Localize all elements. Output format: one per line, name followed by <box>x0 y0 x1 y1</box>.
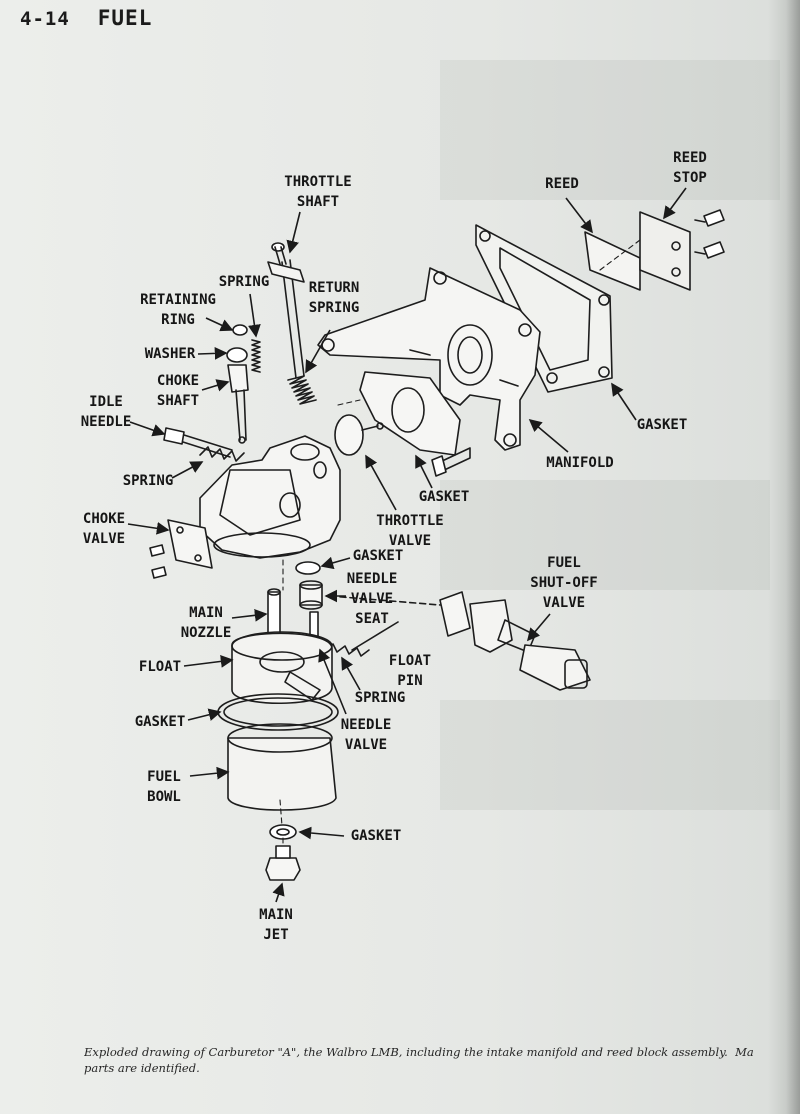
leader-spring-mid <box>171 461 204 479</box>
label-gasket-right: GASKET <box>637 417 688 433</box>
gasket-small-part <box>295 561 321 575</box>
leader-gasket-mid <box>415 454 433 489</box>
bleed-through-text <box>440 480 770 590</box>
label-gasket-mid: GASKET <box>419 489 470 505</box>
choke-valve-part <box>167 519 213 569</box>
bottom-gasket-part <box>269 824 297 840</box>
intake-manifold <box>317 267 541 451</box>
label-spring-low: SPRING <box>355 690 406 706</box>
label-float: FLOAT <box>139 659 181 675</box>
leader-gasket-right <box>611 382 637 421</box>
leader-idle-needle <box>129 421 166 437</box>
spring-top-part <box>251 339 261 373</box>
throttle-valve-disc <box>334 414 364 456</box>
leader-choke-valve <box>127 522 170 535</box>
bleed-through-text <box>440 60 780 200</box>
throttle-shaft-part <box>267 242 305 379</box>
label-gasket-bottom: GASKET <box>351 828 402 844</box>
reed-screws <box>694 209 725 259</box>
label-reed: REED <box>545 176 579 192</box>
leader-arrows <box>127 187 687 903</box>
label-washer: WASHER <box>145 346 196 362</box>
leader-spring-low <box>341 656 361 691</box>
bleed-through-text <box>440 700 780 810</box>
leader-main-jet <box>272 882 285 903</box>
alignment-lines <box>279 239 641 847</box>
leader-fuel-bowl <box>189 766 230 780</box>
spring-low-part <box>324 643 370 657</box>
leader-return-spring <box>305 329 331 374</box>
leader-washer <box>197 347 228 360</box>
reed-petal <box>584 231 641 291</box>
label-spring-top: SPRING <box>219 274 270 290</box>
figure-caption: Exploded drawing of Carburetor "A", the … <box>84 1045 754 1075</box>
carburetor-body <box>199 435 341 559</box>
leader-choke-shaft <box>201 379 230 392</box>
leader-throttle-valve <box>365 454 397 511</box>
label-gasket-small: GASKET <box>353 548 404 564</box>
leader-gasket-bottom <box>298 826 345 840</box>
needle-valve-seat-part <box>299 580 323 610</box>
float-pin-part <box>351 621 399 651</box>
return-spring-part <box>287 375 317 405</box>
leader-manifold <box>528 418 569 453</box>
retaining-ring-part <box>232 324 248 336</box>
fuel-bowl-part <box>227 723 337 811</box>
leader-reed <box>565 197 593 234</box>
leader-needle-valve <box>318 648 347 715</box>
leader-retaining-ring <box>205 317 234 332</box>
fuel-line-dashed <box>329 595 441 606</box>
leader-spring-top <box>248 293 261 338</box>
label-manifold: MANIFOLD <box>546 455 613 471</box>
manifold-gasket <box>359 371 461 456</box>
leader-reed-stop <box>663 187 687 220</box>
label-spring-mid: SPRING <box>123 473 174 489</box>
spring-mid-part <box>199 446 245 462</box>
leader-fuel-shutoff-valve <box>526 613 551 642</box>
label-gasket-bowl: GASKET <box>135 714 186 730</box>
page-edge-shadow <box>786 0 800 1114</box>
section-title: FUEL <box>97 6 153 30</box>
leader-gasket-small <box>320 556 351 570</box>
main-jet-part <box>265 845 301 881</box>
reed-stop <box>639 211 691 291</box>
leader-gasket-bowl <box>187 708 222 721</box>
fuel-shutoff-valve-part <box>439 591 591 691</box>
page-number: 4-14 <box>20 8 70 30</box>
choke-shaft-part <box>227 364 249 444</box>
float-part <box>231 631 333 705</box>
leader-throttle-shaft <box>286 211 301 254</box>
washer-part <box>226 347 248 363</box>
leader-main-nozzle <box>231 608 268 622</box>
reed-plate <box>475 224 613 393</box>
leader-float <box>183 655 234 668</box>
page-header: 4-14 FUEL <box>20 6 152 30</box>
